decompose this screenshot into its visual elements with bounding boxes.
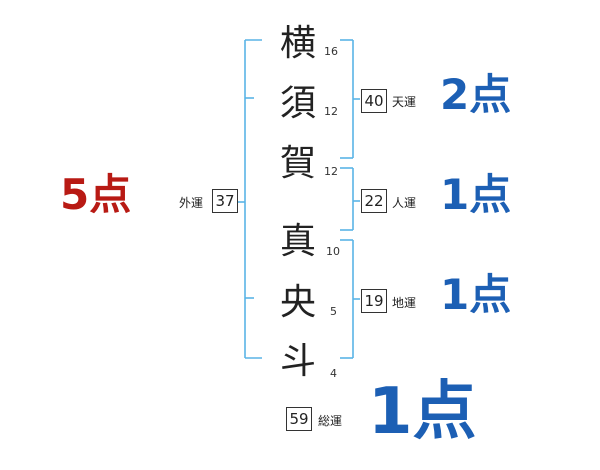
given-char-1: 真 bbox=[279, 221, 316, 262]
gaiun-score: 5点 bbox=[60, 170, 132, 219]
gaiun-value-box: 37 bbox=[212, 189, 238, 213]
souun-score: 1点 bbox=[368, 375, 477, 449]
surname-char-2-strokes: 12 bbox=[324, 105, 338, 118]
tenun-label: 天運 bbox=[392, 95, 417, 109]
jinun-score: 1点 bbox=[440, 170, 512, 219]
souun-value-box: 59 bbox=[286, 407, 312, 431]
tenun-score: 2点 bbox=[440, 70, 512, 119]
tenun-value-box: 40 bbox=[361, 89, 387, 113]
given-char-2: 央 bbox=[279, 282, 316, 323]
surname-char-3-strokes: 12 bbox=[324, 165, 338, 178]
surname-char-1-strokes: 16 bbox=[324, 45, 338, 58]
gaiun-label: 外運 bbox=[179, 196, 204, 210]
chiun-score: 1点 bbox=[440, 270, 512, 319]
surname-char-1: 横 bbox=[279, 23, 316, 64]
given-char-3: 斗 bbox=[279, 341, 316, 382]
chiun-label: 地運 bbox=[392, 296, 417, 310]
jinun-label: 人運 bbox=[392, 196, 417, 210]
chiun-value-box: 19 bbox=[361, 289, 387, 313]
surname-char-2: 須 bbox=[279, 83, 316, 124]
jinun-value-box: 22 bbox=[361, 189, 387, 213]
given-char-3-strokes: 4 bbox=[330, 367, 337, 380]
surname-char-3: 賀 bbox=[279, 143, 316, 184]
given-char-2-strokes: 5 bbox=[330, 305, 337, 318]
souun-label: 総運 bbox=[318, 414, 343, 428]
given-char-1-strokes: 10 bbox=[326, 245, 340, 258]
